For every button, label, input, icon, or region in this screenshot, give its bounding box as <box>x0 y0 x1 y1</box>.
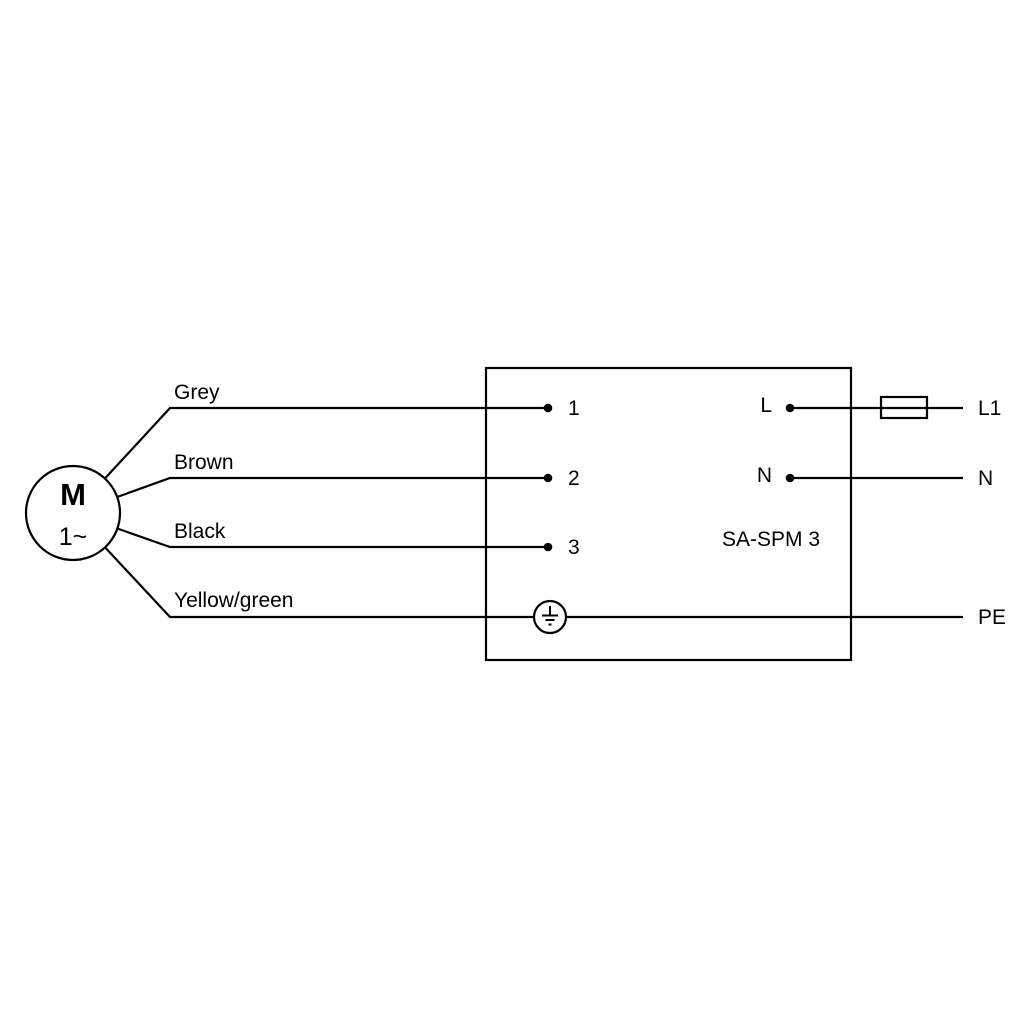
terminal-label-1: 1 <box>568 397 580 420</box>
earth-ground-icon <box>532 599 568 635</box>
terminal-label-2: 2 <box>568 467 580 490</box>
terminal-dot-live <box>785 403 795 413</box>
wire-yellow-green <box>104 546 534 619</box>
terminal-dot-1 <box>543 403 553 413</box>
terminal-dot-2 <box>543 473 553 483</box>
motor-letter: M <box>60 477 86 512</box>
fuse-icon <box>879 395 929 420</box>
supply-label-pe: PE <box>978 606 1006 629</box>
wire-brown-label: Brown <box>174 451 234 474</box>
terminal-label-live: L <box>760 394 772 417</box>
earth-circle <box>532 599 568 635</box>
supply-label-n: N <box>978 467 993 490</box>
wire-grey-label: Grey <box>174 381 220 404</box>
controller-box <box>484 366 853 662</box>
wire-grey <box>104 406 548 480</box>
motor-phase: 1~ <box>59 523 88 551</box>
motor-circle <box>24 464 122 562</box>
terminal-label-3: 3 <box>568 536 580 559</box>
wire-brown <box>116 476 548 499</box>
wire-yellow-green-label: Yellow/green <box>174 589 293 612</box>
controller-model-label: SA-SPM 3 <box>722 528 820 551</box>
wire-black <box>116 527 548 549</box>
wire-black-label: Black <box>174 520 226 543</box>
motor-symbol: M 1~ <box>24 464 122 562</box>
terminal-dot-neutral <box>785 473 795 483</box>
terminal-label-neutral: N <box>757 464 772 487</box>
terminal-dot-3 <box>543 542 553 552</box>
supply-label-l1: L1 <box>978 397 1001 420</box>
